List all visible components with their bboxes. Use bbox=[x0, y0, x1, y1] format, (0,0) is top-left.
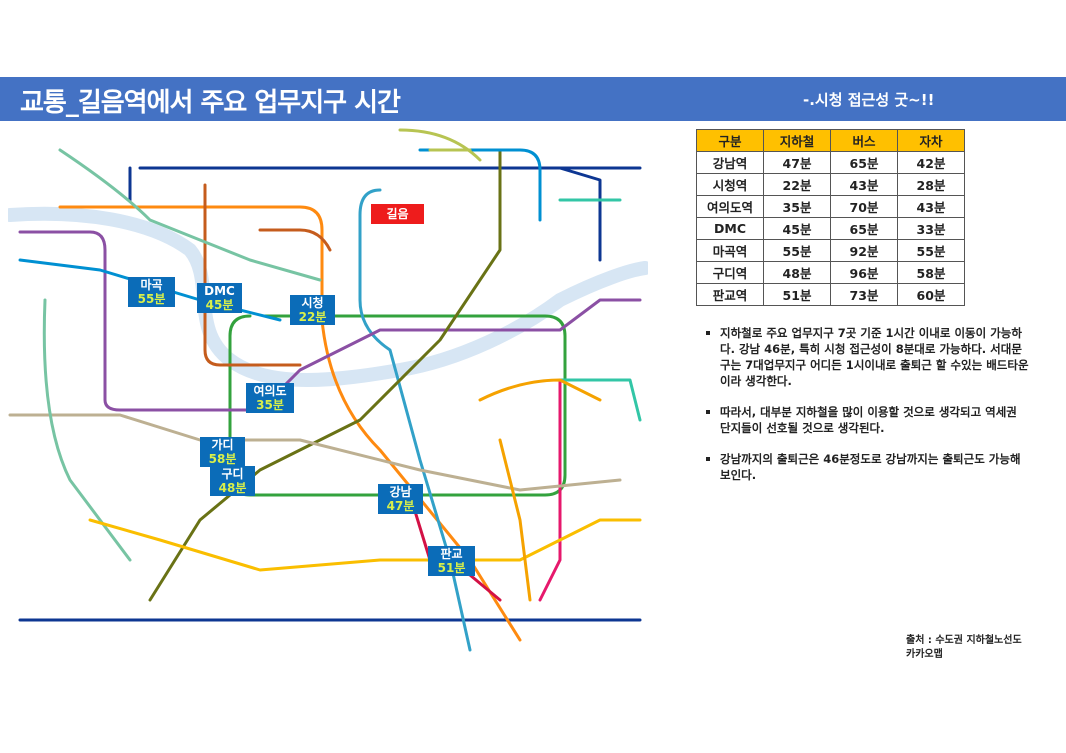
station-name: 가디 bbox=[211, 438, 234, 452]
station-name: 마곡 bbox=[140, 278, 163, 292]
table-cell: 92분 bbox=[830, 239, 898, 262]
table-cell: 65분 bbox=[830, 151, 898, 174]
header-cell: 구분 bbox=[696, 129, 764, 152]
line-2 bbox=[228, 314, 567, 497]
table-cell: 여의도역 bbox=[696, 195, 764, 218]
subway-lines bbox=[3, 128, 652, 652]
suin-line bbox=[88, 518, 642, 572]
table-cell: 35분 bbox=[763, 195, 831, 218]
table-cell: 96분 bbox=[830, 261, 898, 284]
source-note: 출처 : 수도권 지하철노선도 카카오맵 bbox=[906, 634, 1022, 662]
station-time: 22분 bbox=[298, 310, 327, 324]
table-cell: 43분 bbox=[897, 195, 965, 218]
line-3 bbox=[58, 205, 522, 642]
table-cell: 45분 bbox=[763, 217, 831, 240]
note-item: 지하철로 주요 업무지구 7곳 기준 1시간 이내로 이동이 가능하다. 강남 … bbox=[706, 325, 1031, 389]
header-cell: 버스 bbox=[830, 129, 898, 152]
table-cell: 48분 bbox=[763, 261, 831, 284]
table-cell: 55분 bbox=[897, 239, 965, 262]
table-cell: DMC bbox=[696, 217, 764, 240]
table-cell: 판교역 bbox=[696, 283, 764, 306]
header-cell: 지하철 bbox=[763, 129, 831, 152]
table-cell: 시청역 bbox=[696, 173, 764, 196]
line-9 bbox=[8, 413, 622, 492]
table-cell: 58분 bbox=[897, 261, 965, 284]
table-cell: 마곡역 bbox=[696, 239, 764, 262]
station-time: 58분 bbox=[208, 452, 237, 466]
station-name: 여의도 bbox=[253, 384, 287, 398]
table-cell: 28분 bbox=[897, 173, 965, 196]
line-1 bbox=[18, 166, 642, 622]
source-line: 출처 : 수도권 지하철노선도 bbox=[906, 635, 1022, 646]
table-cell: 60분 bbox=[897, 283, 965, 306]
table-cell: 42분 bbox=[897, 151, 965, 174]
station-time: 47분 bbox=[386, 499, 415, 513]
notes-list: 지하철로 주요 업무지구 7곳 기준 1시간 이내로 이동이 가능하다. 강남 … bbox=[706, 325, 1031, 498]
note-item: 강남까지의 출퇴근은 46분정도로 강남까지는 출퇴근도 가능해 보인다. bbox=[706, 451, 1031, 483]
table-cell: 70분 bbox=[830, 195, 898, 218]
station-time: 48분 bbox=[218, 481, 247, 495]
table-cell: 55분 bbox=[763, 239, 831, 262]
origin-station-label: 길음 bbox=[371, 204, 424, 224]
table-cell: 73분 bbox=[830, 283, 898, 306]
line-6 bbox=[203, 183, 332, 367]
header-bar: 교통_길음역에서 주요 업무지구 시간 -.시청 접근성 굿~!! bbox=[0, 77, 1066, 121]
source-line: 카카오맵 bbox=[906, 649, 943, 660]
page-title: 교통_길음역에서 주요 업무지구 시간 bbox=[20, 88, 401, 118]
table-cell: 33분 bbox=[897, 217, 965, 240]
table-cell: 43분 bbox=[830, 173, 898, 196]
table-cell: 65분 bbox=[830, 217, 898, 240]
gyeongchun-line bbox=[558, 198, 642, 422]
station-name: 구디 bbox=[221, 467, 244, 481]
station-time: 35분 bbox=[256, 398, 284, 412]
note-item: 따라서, 대부분 지하철을 많이 이용할 것으로 생각되고 역세권 단지들이 선… bbox=[706, 404, 1031, 436]
station-name: DMC bbox=[204, 284, 235, 298]
table-cell: 구디역 bbox=[696, 261, 764, 284]
station-name: 시청 bbox=[301, 296, 324, 310]
line-4 bbox=[358, 188, 472, 652]
line-7 bbox=[148, 148, 502, 602]
station-time: 51분 bbox=[437, 561, 466, 575]
station-time: 45분 bbox=[205, 298, 234, 312]
table-cell: 22분 bbox=[763, 173, 831, 196]
line-8 bbox=[538, 378, 562, 602]
station-name: 판교 bbox=[440, 547, 463, 561]
gyeongui-line bbox=[42, 148, 322, 562]
station-name: 강남 bbox=[389, 485, 412, 499]
page-subtitle: -.시청 접근성 굿~!! bbox=[803, 91, 935, 109]
header-cell: 자차 bbox=[897, 129, 965, 152]
table-cell: 강남역 bbox=[696, 151, 764, 174]
ui-line bbox=[398, 128, 482, 162]
han-river bbox=[3, 206, 652, 387]
table-cell: 51분 bbox=[763, 283, 831, 306]
table-header-row: 구분 지하철 버스 자차 bbox=[696, 129, 965, 152]
station-time: 55분 bbox=[137, 292, 166, 306]
table-cell: 47분 bbox=[763, 151, 831, 174]
bundang-line bbox=[478, 378, 602, 602]
